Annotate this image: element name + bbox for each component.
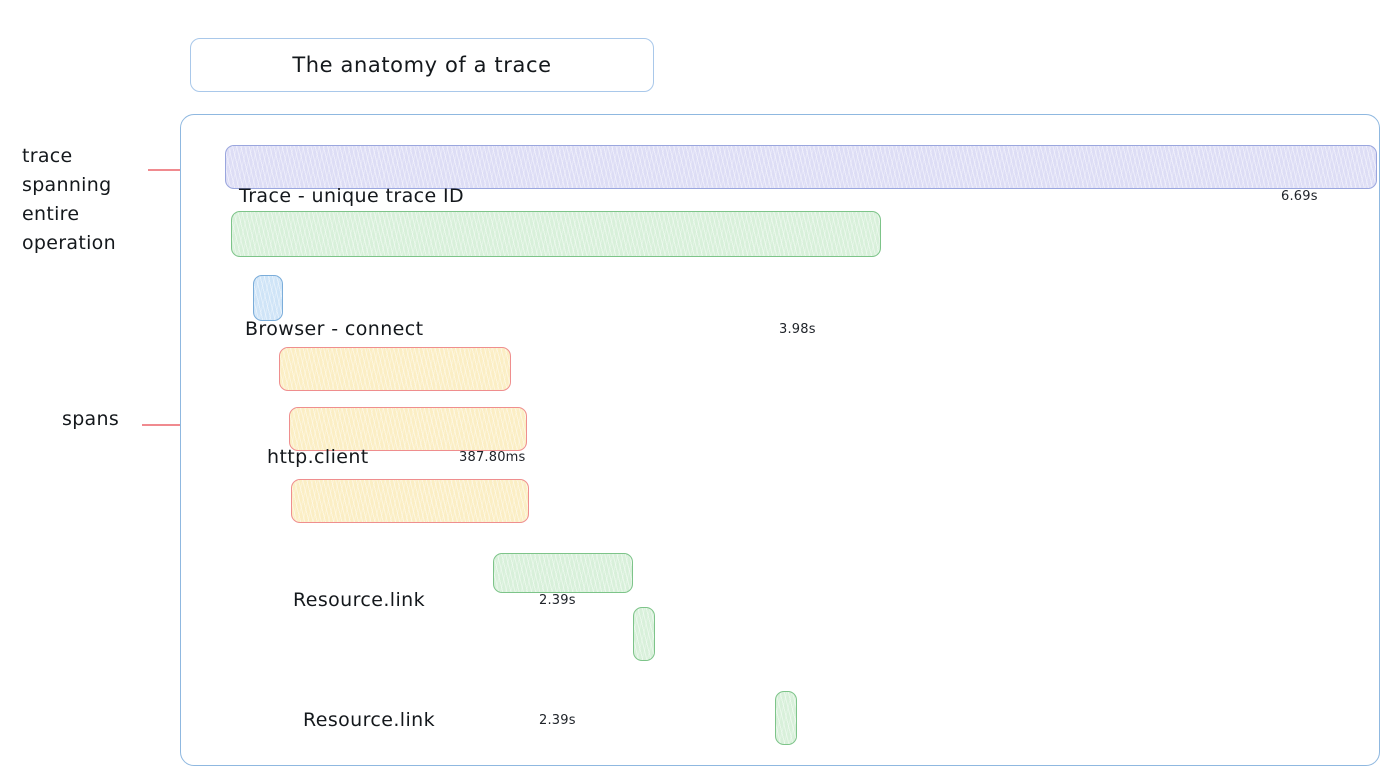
span-bar[interactable] — [231, 211, 881, 257]
span-bar[interactable] — [291, 479, 529, 523]
span-label: Trace - unique trace ID — [239, 185, 465, 207]
span-bar[interactable] — [775, 691, 797, 745]
span-bar[interactable] — [279, 347, 511, 391]
annotation-trace-leader-line — [148, 169, 210, 171]
span-row[interactable]: Browser - load event93.80ms — [181, 691, 1379, 745]
span-label: Resource.link — [303, 709, 435, 731]
span-row[interactable]: Trace - unique trace ID 6.69s — [181, 145, 1379, 207]
span-duration: 3.98s — [779, 322, 816, 337]
annotation-spans-label: spans — [62, 408, 120, 430]
span-label: Resource.link — [293, 589, 425, 611]
span-duration: 2.39s — [539, 713, 576, 728]
page-title: The anatomy of a trace — [292, 53, 552, 77]
span-row[interactable]: http.client 387.80ms — [181, 275, 1379, 468]
span-duration: 2.39s — [539, 593, 576, 608]
span-bar[interactable] — [493, 553, 633, 593]
annotation-trace-label: trace spanning entire operation — [22, 145, 116, 254]
annotation-spans-leader-line — [142, 424, 210, 426]
span-row[interactable]: Browser - request — [181, 553, 1379, 593]
span-row[interactable]: Resource.link 2.39s — [181, 407, 1379, 731]
span-duration: 6.69s — [1281, 189, 1318, 204]
span-label: Browser - connect — [245, 318, 424, 340]
span-row[interactable]: Browser - response387.80ms — [181, 607, 1379, 661]
span-bar[interactable] — [253, 275, 283, 321]
span-bar[interactable] — [289, 407, 527, 451]
span-row[interactable]: Browser - connect 3.98s — [181, 211, 1379, 340]
span-bar[interactable] — [225, 145, 1377, 189]
span-row[interactable]: Resource.link 2.39s — [181, 347, 1379, 611]
diagram-title-card: The anatomy of a trace — [190, 38, 654, 92]
span-row[interactable]: Resource.script2.39s — [181, 479, 1379, 523]
span-duration: 387.80ms — [459, 450, 526, 465]
span-bar[interactable] — [633, 607, 655, 661]
span-label: http.client — [267, 446, 369, 468]
